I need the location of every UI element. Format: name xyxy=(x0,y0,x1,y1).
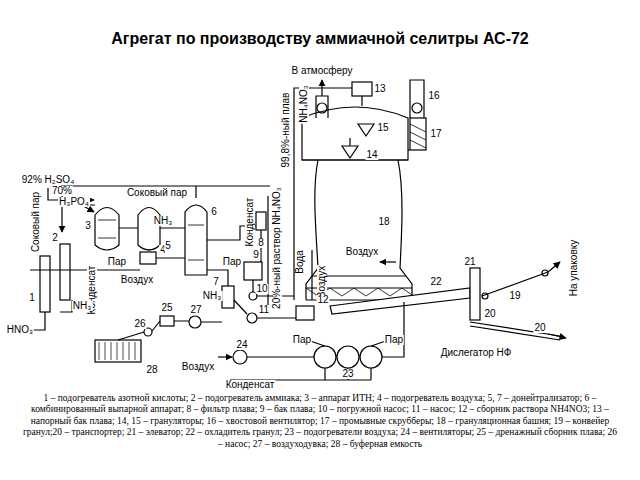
callout-number: 21 xyxy=(463,257,476,267)
stream-label: NH₄NO₃ xyxy=(299,84,309,124)
callout-number: 9 xyxy=(252,250,260,260)
stream-label: NH₃ xyxy=(72,301,93,311)
stream-label: H₃PO₄ xyxy=(58,197,90,207)
stream-label: Пар xyxy=(107,257,127,267)
stream-label: 92% H₂SO₄ xyxy=(21,175,75,185)
stream-label: Пар xyxy=(292,335,312,345)
callout-number: 1 xyxy=(28,293,36,303)
stream-label: Соковый пар xyxy=(31,191,41,253)
callout-number: 10 xyxy=(255,284,268,294)
stream-label: HNO₃ xyxy=(6,325,34,335)
stream-label: Дислегатор НФ xyxy=(440,348,513,358)
stream-label: Конденсат xyxy=(225,380,276,390)
stream-label: В атмосферу xyxy=(290,66,353,76)
stream-label: Конденсат xyxy=(245,197,255,248)
callout-number: 16 xyxy=(427,91,440,101)
stream-label: 99,8%-ный плав xyxy=(281,92,291,169)
stream-label: 20%-ный раствор NH₄NO₃ xyxy=(272,186,282,310)
callout-number: 5 xyxy=(164,241,172,251)
callout-number: 20 xyxy=(483,309,496,319)
callout-number: 26 xyxy=(133,319,146,329)
callout-number: 13 xyxy=(373,84,386,94)
stream-label: NH₃ xyxy=(202,291,223,301)
callout-number: 11 xyxy=(258,305,270,315)
diagram-title: Агрегат по производству аммиачной селитр… xyxy=(0,30,640,48)
callout-number: 14 xyxy=(365,150,378,160)
callout-number: 17 xyxy=(429,129,442,139)
callout-number: 22 xyxy=(429,277,442,287)
stream-label: NH₃ xyxy=(153,216,174,226)
callout-number: 25 xyxy=(160,303,173,313)
callout-number: 6 xyxy=(210,207,218,217)
stream-label: Воздух xyxy=(317,265,327,299)
callout-number: 19 xyxy=(508,291,521,301)
callout-number: 28 xyxy=(145,365,158,375)
stream-label: На упаковку xyxy=(569,239,579,297)
figure-caption: 1 – подогреватель азотной кислоты; 2 – п… xyxy=(22,393,618,450)
callout-number: 8 xyxy=(257,238,265,248)
callout-number: 18 xyxy=(377,217,390,227)
stream-label: Соковый пар xyxy=(126,188,188,198)
callout-number: 3 xyxy=(84,221,92,231)
stream-label: Пар xyxy=(222,257,242,267)
callout-number: 23 xyxy=(341,369,354,379)
callout-number: 27 xyxy=(189,305,202,315)
callout-number: 24 xyxy=(235,340,248,350)
callout-number: 20 xyxy=(533,323,546,333)
stream-label: Пар xyxy=(384,335,404,345)
stream-label: 70% xyxy=(51,186,73,196)
stream-label: Воздух xyxy=(345,247,379,257)
stream-label: Воздух xyxy=(181,362,215,372)
stream-label: Воздух xyxy=(120,275,154,285)
callout-number: 12 xyxy=(316,295,329,305)
callout-number: 2 xyxy=(51,233,59,243)
callout-number: 7 xyxy=(212,277,220,287)
callout-number: 15 xyxy=(376,123,389,133)
stream-label: Вода xyxy=(295,249,305,274)
